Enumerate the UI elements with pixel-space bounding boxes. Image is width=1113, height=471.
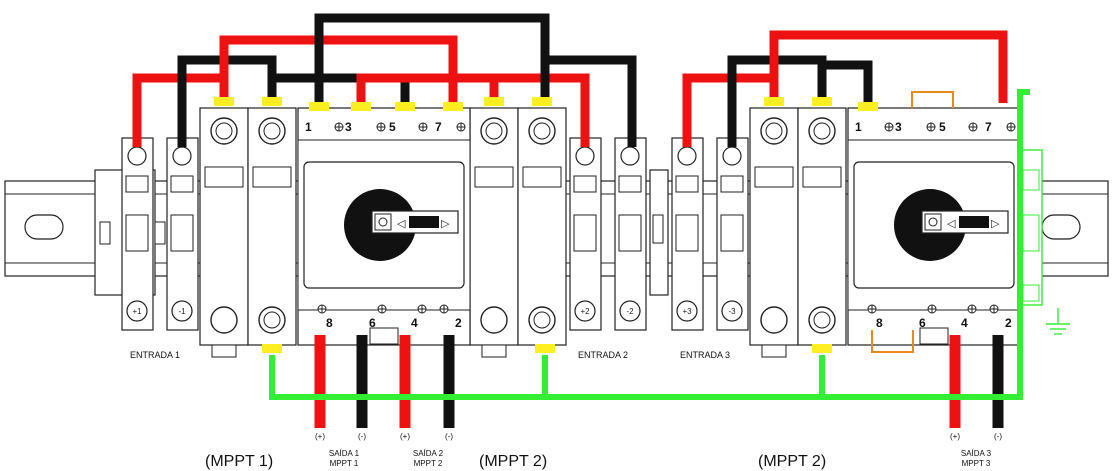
rail-slot-right [1041,214,1081,240]
switch2-top-terminal-7: 7 [985,120,992,134]
switch1-top-terminal-3: 3 [345,120,352,134]
terminal-label-pos2: +2 [580,307,590,316]
output-3-line2: MPPT 3 [962,459,991,468]
disconnect-switch-1: ◁ ▷ [297,107,471,346]
disconnect-switch-2: ◁ ▷ [847,107,1021,346]
switch1-top-terminal-7: 7 [435,120,442,134]
fuse-holders [199,107,847,358]
switch1-bottom-terminal-6: 6 [369,316,376,330]
output-labels: SAÍDA 1 MPPT 1 SAÍDA 2 MPPT 2 SAÍDA 3 MP… [329,449,992,468]
output-1-line2: MPPT 1 [330,459,359,468]
arrow-left-icon: ◁ [397,218,406,230]
input-block-group-3 [671,137,749,331]
switch1-bottom-terminal-2: 2 [455,316,462,330]
switch2-bottom-terminal-6: 6 [919,316,926,330]
switch1-bottom-terminal-8: 8 [326,316,333,330]
polarity-neg-out3: (-) [994,432,1002,441]
polarity-neg-out1: (-) [358,432,366,441]
input-label-1: ENTRADA 1 [130,350,180,360]
switch2-bottom-terminal-4: 4 [961,316,968,330]
fuse-holder [797,107,847,346]
input-block-group-1 [94,137,199,331]
polarity-pos-out2: (+) [400,432,410,441]
switch2-top-terminal-3: 3 [895,120,902,134]
switch1-bottom-terminal-4: 4 [411,316,418,330]
fuse-holder [517,107,567,346]
switch1-top-terminal-1: 1 [305,120,312,134]
output-1-line1: SAÍDA 1 [329,449,360,458]
arrow-right-icon: ▷ [441,218,450,230]
terminal-label-pos1: +1 [132,307,142,316]
terminal-highlights [214,97,878,353]
group-labels: (MPPT 1) (MPPT 2) (MPPT 2) [205,453,826,470]
output-2-line2: MPPT 2 [414,459,443,468]
input-label-3: ENTRADA 3 [680,350,730,360]
group-label-2: (MPPT 2) [479,453,547,470]
arrow-right-icon: ▷ [991,218,1000,230]
output-3-line1: SAÍDA 3 [961,449,992,458]
terminal-label-pos3: +3 [682,307,692,316]
switch2-bottom-terminal-8: 8 [876,316,883,330]
input-terminal-labels: +1 -1 +2 -2 +3 -3 [126,300,743,322]
arrow-left-icon: ◁ [947,218,956,230]
switch-terminal-numbers: 1 3 5 7 8 6 4 2 1 3 5 7 8 6 4 2 [305,120,1012,330]
terminal-label-neg2: -2 [626,307,634,316]
switch1-top-terminal-5: 5 [389,120,396,134]
input-label-2: ENTRADA 2 [578,350,628,360]
fuse-holder [469,107,519,346]
polarity-pos-out1: (+) [315,432,325,441]
switch2-top-terminal-5: 5 [939,120,946,134]
fuse-holder [247,107,297,346]
switch2-top-terminal-1: 1 [855,120,862,134]
group-label-3: (MPPT 2) [758,453,826,470]
ground-icon [1046,308,1070,335]
polarity-neg-out2: (-) [445,432,453,441]
polarity-pos-out3: (+) [950,432,960,441]
wires [132,13,1030,428]
fuse-holder [199,107,249,346]
output-2-line1: SAÍDA 2 [413,449,444,458]
output-polarity: (+) (-) (+) (-) (+) (-) [315,432,1002,441]
input-labels: ENTRADA 1 ENTRADA 2 ENTRADA 3 [130,350,730,360]
terminal-label-neg1: -1 [178,307,186,316]
group-label-1: (MPPT 1) [205,453,273,470]
rail-slot-left [24,214,64,240]
switch2-bottom-terminal-2: 2 [1005,316,1012,330]
terminal-label-neg3: -3 [728,307,736,316]
aux-links [871,91,954,353]
